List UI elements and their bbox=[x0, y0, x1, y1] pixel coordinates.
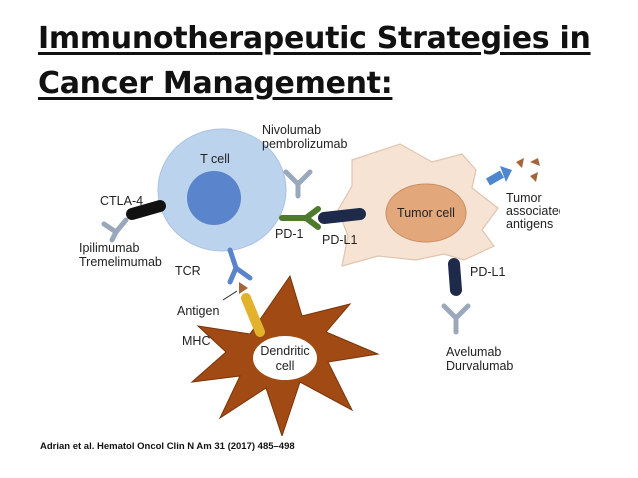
antigen-triangle bbox=[239, 282, 248, 294]
ipilimumab-label: Ipilimumab bbox=[79, 241, 139, 255]
tumor-cell-nucleus bbox=[385, 183, 467, 243]
pdl1-ligand-bottom bbox=[448, 258, 462, 296]
pdl1-bottom-label: PD-L1 bbox=[470, 265, 505, 279]
immunotherapy-diagram: Dendritic cell Tumor cell T cell CTLA-4 … bbox=[79, 123, 560, 436]
tumor-cell: Tumor cell bbox=[337, 143, 499, 267]
dendritic-cell-nucleus bbox=[253, 336, 317, 380]
tumor-antigen-release bbox=[486, 158, 540, 186]
mhc-molecule bbox=[241, 293, 265, 337]
mhc-label: MHC bbox=[182, 334, 210, 348]
pd1-receptor bbox=[279, 206, 321, 230]
antigen-fragment-3 bbox=[530, 172, 538, 182]
tumor-antigen-label-1: Tumor bbox=[506, 191, 542, 205]
t-cell-nucleus bbox=[187, 171, 241, 225]
antigen-fragment-2 bbox=[530, 158, 540, 166]
ipilimumab-antibody bbox=[101, 217, 129, 243]
nivolumab-label: Nivolumab bbox=[262, 123, 321, 137]
tcr-label: TCR bbox=[175, 264, 201, 278]
pdl1-ligand-top bbox=[318, 208, 366, 224]
t-cell: T cell bbox=[157, 128, 287, 252]
tumor-antigen-label-3: antigens bbox=[506, 217, 553, 231]
ctla4-receptor bbox=[126, 200, 166, 220]
release-arrow-shaft bbox=[486, 170, 504, 186]
nivolumab-antibody bbox=[283, 169, 313, 199]
ctla4-label: CTLA-4 bbox=[100, 194, 143, 208]
pd1-label: PD-1 bbox=[275, 227, 304, 241]
citation: Adrian et al. Hematol Oncol Clin N Am 31… bbox=[40, 441, 295, 452]
dendritic-label-2: cell bbox=[276, 359, 295, 373]
antigen-label: Antigen bbox=[177, 304, 219, 318]
tcr-receptor bbox=[227, 247, 253, 285]
release-arrow-head bbox=[500, 166, 512, 182]
avelumab-antibody bbox=[441, 303, 471, 335]
pdl1-top-label: PD-L1 bbox=[322, 233, 357, 247]
antigen-fragment-1 bbox=[516, 158, 524, 168]
pembrolizumab-label: pembrolizumab bbox=[262, 137, 348, 151]
title-line-2: Cancer Management: bbox=[38, 66, 393, 101]
title-line-1: Immunotherapeutic Strategies in bbox=[38, 21, 591, 56]
antigen-pointer bbox=[222, 290, 238, 301]
tumor-cell-label: Tumor cell bbox=[397, 206, 455, 220]
dendritic-cell: Dendritic cell bbox=[190, 274, 380, 436]
t-cell-label: T cell bbox=[200, 152, 230, 166]
durvalumab-label: Durvalumab bbox=[446, 359, 513, 373]
slide-title: Immunotherapeutic Strategies in Cancer M… bbox=[38, 16, 598, 106]
tremelimumab-label: Tremelimumab bbox=[79, 255, 162, 269]
tumor-antigen-label-2: associated bbox=[506, 204, 560, 218]
avelumab-label: Avelumab bbox=[446, 345, 501, 359]
dendritic-label-1: Dendritic bbox=[260, 344, 309, 358]
